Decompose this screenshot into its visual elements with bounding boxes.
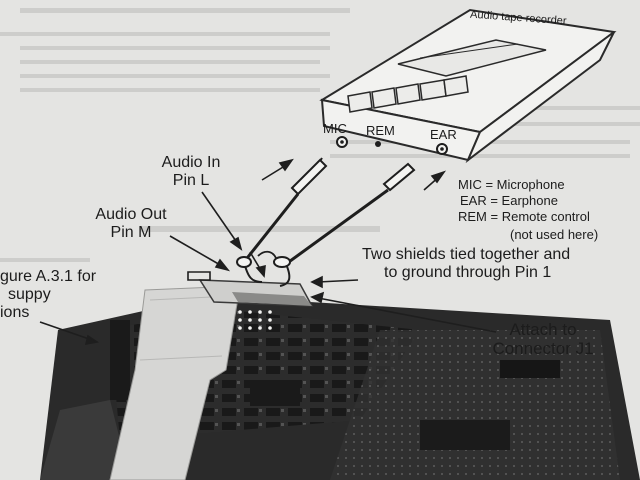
recorder-jacks xyxy=(336,136,448,155)
legend-rem-note: (not used here) xyxy=(510,227,599,242)
audio-in-line1: Audio In xyxy=(161,154,221,171)
audio-in-line2: Pin L xyxy=(172,171,210,189)
attach-label: Attach to Connector J1 xyxy=(480,320,606,358)
connector-j1 xyxy=(198,279,314,330)
audio-out-line2: Pin M xyxy=(110,223,152,241)
legend-mic: MIC = Microphone xyxy=(458,177,565,192)
pointer-arrows xyxy=(39,158,497,346)
left-line1: gure A.3.1 for xyxy=(0,268,97,285)
mic-jack-label: MIC xyxy=(323,121,347,136)
audio-out-line1: Audio Out xyxy=(95,206,167,223)
left-line2: suppy xyxy=(8,285,51,303)
legend-rem: REM = Remote control xyxy=(458,209,590,224)
attach-line1: Attach to xyxy=(509,320,577,339)
audio-in-label: Audio In Pin L xyxy=(146,154,236,190)
audio-out-label: Audio Out Pin M xyxy=(86,206,176,242)
ear-jack-label: EAR xyxy=(430,127,457,142)
left-cutoff-label: gure A.3.1 for suppy ions xyxy=(0,268,96,322)
shields-line2: to ground through Pin 1 xyxy=(384,263,552,281)
audio-plugs xyxy=(236,158,416,268)
rem-jack-label: REM xyxy=(366,123,395,138)
shields-line1: Two shields tied together and xyxy=(362,246,571,263)
attach-line2: Connector J1 xyxy=(492,339,594,359)
left-line3: ions xyxy=(0,303,30,321)
tape-recorder xyxy=(319,8,617,164)
legend-ear: EAR = Earphone xyxy=(460,193,558,208)
shields-label: Two shields tied together and to ground … xyxy=(362,246,570,282)
rem-jack xyxy=(375,141,381,147)
